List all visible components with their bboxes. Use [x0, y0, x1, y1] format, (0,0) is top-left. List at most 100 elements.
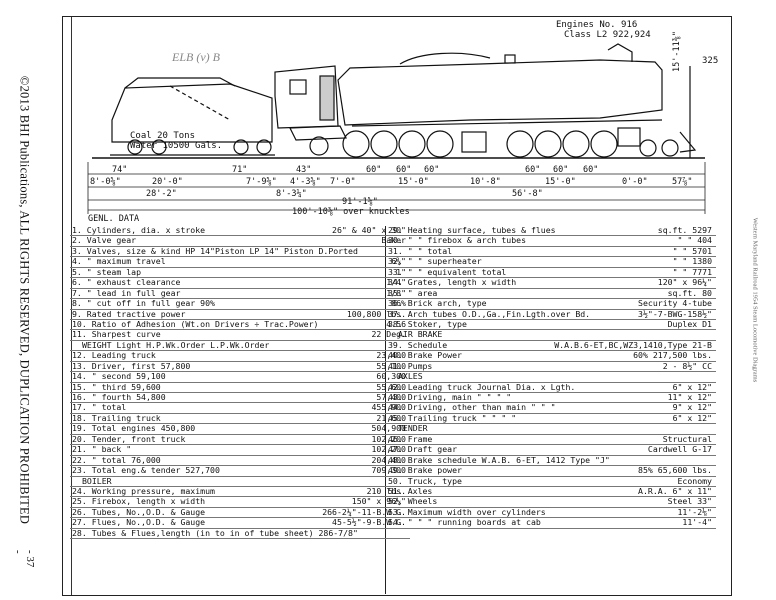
- spec-label: 18. Trailing truck: [72, 412, 161, 423]
- spec-value: 455,900: [371, 402, 406, 413]
- spec-label: 51. Axles: [388, 485, 433, 496]
- spec-value: 11'-4": [682, 517, 712, 528]
- spec-row: 8. " cut off in full gear 90%86%: [70, 298, 410, 310]
- spec-label: 28. Tubes & Flues,length (in to in of tu…: [72, 527, 358, 538]
- spec-value: 9" x 12": [672, 402, 712, 413]
- spec-label: 38. Stoker, type: [388, 318, 467, 329]
- spec-label: 4. " maximum travel: [72, 256, 166, 267]
- spec-row: 1. Cylinders, dia. x stroke 26" & 40" x 3…: [70, 225, 410, 237]
- spec-value: Duplex D1: [667, 318, 712, 329]
- spec-row: 31. " " total" " 5701: [386, 246, 716, 258]
- spec-label: 29. Heating surface, tubes & flues: [388, 225, 556, 235]
- spec-value: 57,400: [376, 392, 406, 402]
- spec-label: 12. Leading truck: [72, 350, 156, 361]
- spec-label: 49. Brake power: [388, 465, 462, 476]
- spec-value: 504,900: [371, 423, 406, 434]
- dim-label: 7'-0": [330, 177, 356, 187]
- dim-label: 10'-8": [470, 177, 501, 187]
- spec-value: Steel 33": [667, 496, 712, 507]
- spec-value: 102,200: [371, 444, 406, 455]
- spec-label: 26. Tubes, No.,O.D. & Gauge: [72, 506, 206, 517]
- spec-row: 46. Frame Structural: [386, 433, 716, 446]
- spec-value: 210 lbs.: [366, 485, 406, 496]
- spec-row: 21. " back "102,200: [70, 444, 410, 456]
- dim-label: 71": [232, 165, 248, 175]
- spec-label: 24. Working pressure, maximum: [72, 485, 215, 496]
- spec-label: 45. Trailing truck " " " ": [388, 412, 517, 423]
- section-header: AIR BRAKE: [386, 329, 716, 341]
- spec-value: 4.56: [386, 318, 406, 329]
- spec-label: 46. Frame: [388, 433, 433, 444]
- spec-value: 11'-2⅛": [677, 506, 712, 517]
- dim-label: 60": [583, 165, 599, 175]
- driver-wheel: [562, 130, 590, 158]
- spec-value: 150" x 96¼": [351, 496, 406, 507]
- dim-label: 57⅞": [672, 177, 693, 187]
- spec-value: " " 404: [677, 235, 712, 246]
- spec-label: 34. Grates, length x width: [388, 277, 517, 288]
- spec-row: 37. Arch tubes O.D.,Ga.,Fin.Lgth.over Bd…: [386, 309, 716, 320]
- spec-value: 6" x 12": [672, 381, 712, 392]
- driver-wheel: [426, 130, 454, 158]
- steam-dome: [399, 52, 491, 65]
- spec-value: Structural: [662, 433, 712, 444]
- spec-value: 6¾": [391, 256, 406, 267]
- spec-label: 32. " " superheater: [388, 256, 482, 267]
- spec-value: 6" x 12": [672, 412, 712, 423]
- spec-value: 2 - 8½" CC: [662, 360, 712, 371]
- tender-wheel: [233, 139, 249, 155]
- dim-label: 0'-0": [622, 177, 648, 187]
- margin-rule: [71, 17, 72, 595]
- tender-wheel: [151, 139, 167, 155]
- spec-value: 1/8": [386, 287, 406, 298]
- spec-label: 30. " " firebox & arch tubes: [388, 235, 527, 246]
- driver-wheel: [506, 130, 534, 158]
- spec-label: 1. Cylinders, dia. x stroke: [72, 225, 206, 235]
- spec-value: 100,800 lbs.: [346, 308, 406, 319]
- driver-wheel: [342, 130, 370, 158]
- boiler: [337, 59, 663, 126]
- spec-value: 86%: [391, 298, 406, 309]
- spec-label: 36. Brick arch, type: [388, 298, 487, 309]
- dim-label: 60": [553, 165, 569, 175]
- spec-label: 13. Driver, first 57,800: [72, 360, 191, 371]
- spec-row: 49. Brake power 85% 65,600 lbs.: [386, 465, 716, 477]
- spec-label: 7. " lead in full gear: [72, 287, 181, 298]
- spec-value: 85% 65,600 lbs.: [638, 465, 712, 476]
- driver-wheel: [398, 130, 426, 158]
- spec-label: 40. Brake Power: [388, 350, 462, 361]
- section-header: TENDER: [386, 423, 716, 435]
- dim-label: 100'-10⅜" over knuckles: [292, 207, 410, 217]
- spec-row: 30. " " firebox & arch tubes " " 404: [386, 235, 716, 247]
- spec-row: 44. Driving, other than main " " "9" x 1…: [386, 402, 716, 414]
- headlight: [607, 43, 633, 62]
- section-header: AXLES: [386, 371, 716, 383]
- dim-label: 8'-0⅝": [90, 177, 121, 187]
- spec-label: BOILER: [82, 475, 112, 486]
- spec-value: W.A.B.6-ET,BC,WZ3,1410,Type 21-B: [554, 339, 712, 350]
- spec-row: 42. Leading truck Journal Dia. x Lgth.6"…: [386, 381, 716, 393]
- spec-row: 24. Working pressure, maximum 210 lbs.: [70, 485, 410, 498]
- spec-row: 28. Tubes & Flues,length (in to in of tu…: [70, 527, 410, 540]
- spec-label: 10. Ratio of Adhesion (Wt.on Drivers ÷ T…: [72, 318, 319, 329]
- spec-label: 35. " area: [388, 287, 438, 298]
- dim-label: 15'-0": [398, 177, 429, 187]
- spec-value: 26" & 40" x 30": [332, 225, 406, 235]
- spec-label: 27. Flues, No.,O.D. & Gauge: [72, 517, 206, 528]
- spec-row: 32. " " superheater" " 1380: [386, 256, 716, 268]
- dim-label: 7'-9⅝": [246, 177, 277, 187]
- spec-value: 1/4": [386, 277, 406, 288]
